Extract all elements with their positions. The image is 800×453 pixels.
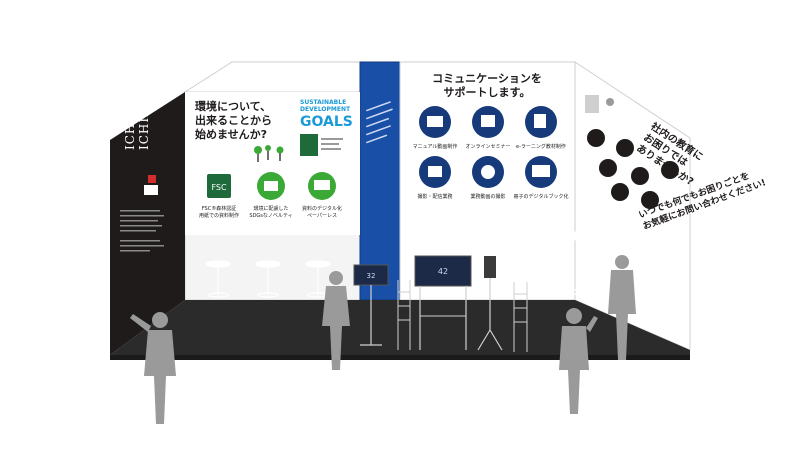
logo-line-1: ICHIGO xyxy=(123,95,137,150)
monitor-42: 42 xyxy=(414,255,472,350)
elearning-icon xyxy=(534,114,546,128)
reel-icon xyxy=(481,165,495,179)
ichigo-logo: ICHIGO ICHIE xyxy=(123,95,151,150)
booth-floor xyxy=(110,300,690,360)
left-wall-text xyxy=(120,210,164,252)
left-panel: 環境について、 出来ることから 始めませんか? SUSTAINABLE DEVE… xyxy=(185,92,360,235)
sdgs-badge: SUSTAINABLE DEVELOPMENT GOALS xyxy=(300,99,353,130)
left-black-wall: ICHIGO ICHIE xyxy=(110,92,185,355)
logo-flag-icon xyxy=(148,175,156,183)
svg-text:GOALS: GOALS xyxy=(300,114,353,130)
left-headline-1: 環境について、 xyxy=(195,99,271,113)
person-figure-3 xyxy=(559,308,598,414)
center-headline-2: サポートします。 xyxy=(444,85,531,99)
left-headline-3: 始めませんか? xyxy=(195,127,267,141)
left-headline-2: 出来ることから xyxy=(195,113,272,127)
person-figure-2 xyxy=(322,271,350,370)
catalog-stand-left xyxy=(397,280,411,350)
svg-text:32: 32 xyxy=(367,272,376,280)
svg-text:SDGsなノベルティ: SDGsなノベルティ xyxy=(249,212,292,219)
service-6: 冊子のデジタルブック化 xyxy=(514,156,569,200)
video-icon xyxy=(427,116,443,127)
tree-icon xyxy=(254,145,284,162)
svg-text:冊子のデジタルブック化: 冊子のデジタルブック化 xyxy=(514,193,569,200)
monitor-32: 32 xyxy=(353,264,389,346)
svg-text:オンラインセミナー: オンラインセミナー xyxy=(465,144,510,150)
svg-text:マニュアル動画制作: マニュアル動画制作 xyxy=(413,143,458,150)
box-icon xyxy=(264,181,278,191)
service-1: マニュアル動画制作 xyxy=(413,106,458,150)
bar-stools-left xyxy=(205,260,331,298)
catalog-stand-right xyxy=(513,282,528,352)
service-3: e-ラーニング教材制作 xyxy=(516,106,566,150)
right-circles xyxy=(587,129,679,209)
svg-text:FSC®森林認証: FSC®森林認証 xyxy=(202,205,236,212)
service-5: 業務動画の撮影 xyxy=(470,156,506,200)
camera-icon xyxy=(428,166,442,177)
laptop-icon xyxy=(314,180,330,190)
blue-column xyxy=(360,62,400,300)
svg-text:DEVELOPMENT: DEVELOPMENT xyxy=(300,106,351,113)
svg-text:42: 42 xyxy=(438,267,448,276)
person-figure-4 xyxy=(608,255,636,360)
service-2: オンラインセミナー xyxy=(465,106,511,150)
svg-text:環境に配慮した: 環境に配慮した xyxy=(253,205,288,212)
svg-text:用紙での資料制作: 用紙での資料制作 xyxy=(199,212,239,219)
blue-column-text xyxy=(366,101,393,144)
monitor-icon xyxy=(532,165,550,177)
doctor-icon xyxy=(585,95,614,113)
right-table xyxy=(535,222,609,299)
feature-fsc: FSC FSC®森林認証 用紙での資料制作 xyxy=(199,174,239,219)
fsc-badge xyxy=(300,134,343,156)
presenter-icon xyxy=(481,115,495,127)
logo-line-2: ICHIE xyxy=(137,107,151,150)
center-panel: コミュニケーションを サポートします。 マニュアル動画制作 オンラインセミナー … xyxy=(413,72,569,200)
svg-text:撮影・配信業務: 撮影・配信業務 xyxy=(417,193,452,200)
feature-box: 環境に配慮した SDGsなノベルティ xyxy=(249,172,293,219)
speaker-stand xyxy=(477,256,503,351)
person-figure-1 xyxy=(130,312,176,424)
svg-text:業務動画の撮影: 業務動画の撮影 xyxy=(470,193,505,200)
center-headline-1: コミュニケーションを xyxy=(432,72,542,85)
svg-text:ペーパーレス: ペーパーレス xyxy=(307,213,337,219)
svg-text:SUSTAINABLE: SUSTAINABLE xyxy=(300,99,346,106)
svg-text:e-ラーニング教材制作: e-ラーニング教材制作 xyxy=(516,143,566,150)
svg-text:FSC: FSC xyxy=(211,183,227,192)
service-4: 撮影・配信業務 xyxy=(417,156,453,200)
svg-text:資料のデジタル化: 資料のデジタル化 xyxy=(302,205,342,212)
feature-laptop: 資料のデジタル化 ペーパーレス xyxy=(302,172,342,219)
